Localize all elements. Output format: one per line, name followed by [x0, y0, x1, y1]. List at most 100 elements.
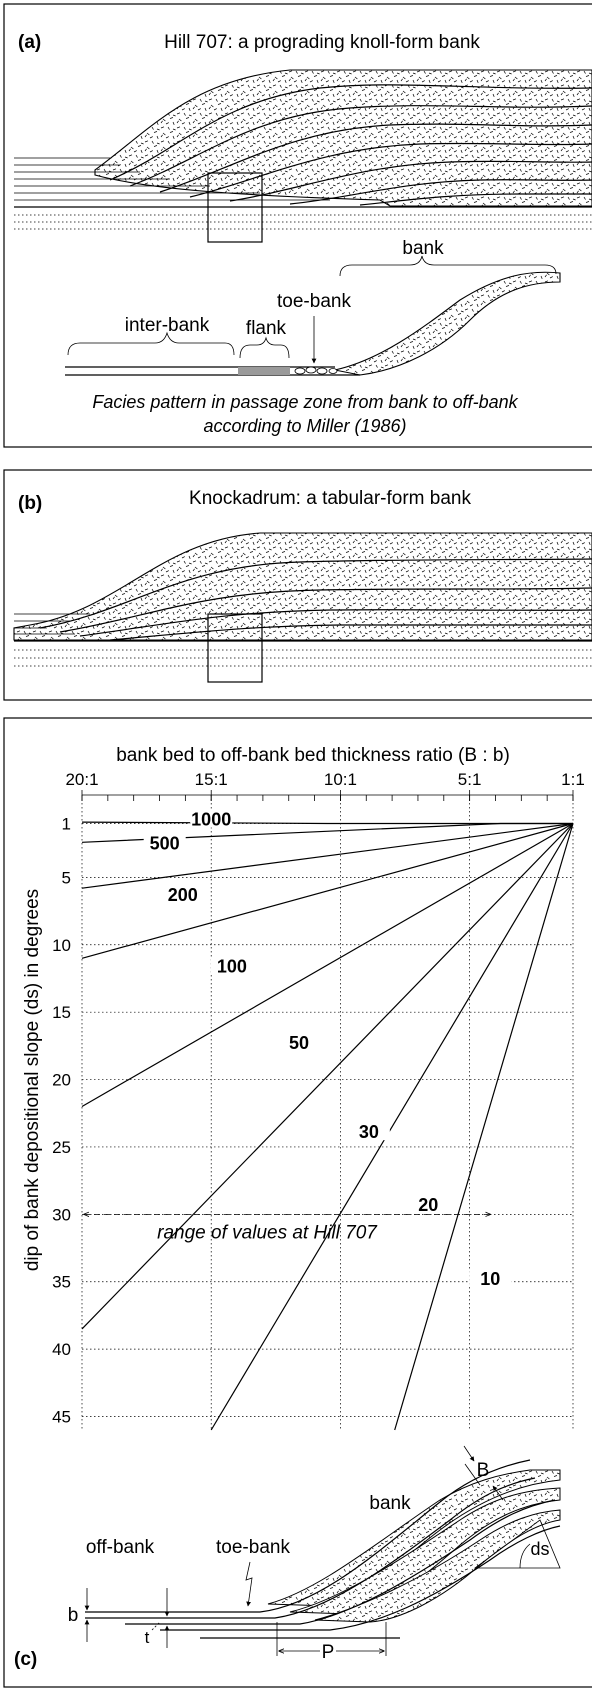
series-label-200: 200	[168, 885, 198, 905]
series-label-bg	[161, 885, 204, 903]
ds-arc	[519, 1543, 531, 1569]
chart-title: bank bed to off-bank bed thickness ratio…	[116, 745, 510, 766]
series-label-bg	[469, 1270, 512, 1288]
clinoform-bed	[314, 1509, 561, 1623]
series-line-500	[81, 822, 573, 843]
series-label-100: 100	[217, 956, 247, 976]
caption-line-2: according to Miller (1986)	[203, 416, 406, 436]
tabular-bed-line	[79, 609, 592, 637]
x-tick-label: 10:1	[324, 770, 357, 789]
tabular-bed-line	[39, 558, 592, 629]
tabular-bed-line	[109, 624, 592, 641]
series-line-10	[394, 823, 574, 1431]
caption-line-1: Facies pattern in passage zone from bank…	[92, 392, 518, 412]
series-label-bg	[407, 1195, 450, 1213]
series-line-30	[81, 823, 574, 1330]
series-line-20	[210, 823, 574, 1431]
series-label-bg	[190, 810, 233, 828]
series-label-bg	[210, 957, 253, 975]
series-label-20: 20	[418, 1195, 438, 1215]
clinoform-line	[109, 84, 592, 181]
y-tick-label: 1	[62, 814, 71, 833]
bed-boundary	[160, 1525, 561, 1631]
panel-a-frame	[3, 3, 592, 448]
bed-boundary	[85, 1459, 531, 1613]
series-label-bg	[278, 1034, 321, 1052]
bed-boundary	[85, 1477, 536, 1619]
panel-a-title: Hill 707: a prograding knoll-form bank	[164, 32, 480, 53]
y-tick-label: 5	[62, 868, 71, 887]
x-tick-label: 5:1	[458, 770, 482, 789]
y-tick-label: 10	[52, 936, 71, 955]
label-inter-bank: inter-bank	[125, 315, 210, 336]
y-axis-label: dip of bank depositional slope (ds) in d…	[22, 889, 43, 1271]
series-label-bg	[347, 1123, 390, 1141]
ds-triangle	[473, 1519, 561, 1569]
panel-b-label: (b)	[18, 493, 42, 514]
y-tick-label: 25	[52, 1138, 71, 1157]
label-off-bank: off-bank	[86, 1537, 155, 1558]
B-arrow-top	[463, 1445, 475, 1462]
tabular-bed-line	[59, 587, 592, 633]
label-t: t	[145, 1628, 150, 1647]
panel-b-title: Knockadrum: a tabular-form bank	[189, 488, 471, 509]
range-annotation: range of values at Hill 707	[157, 1222, 378, 1243]
detail-box	[207, 613, 263, 683]
detail-box	[207, 172, 263, 243]
panel-a-label: (a)	[18, 32, 41, 53]
series-label-bg	[143, 834, 186, 852]
panel-c-label: (c)	[14, 1649, 37, 1670]
toe-bank-nodules	[294, 366, 338, 375]
inter-bank-brace	[67, 331, 235, 356]
label-ds: ds	[530, 1539, 549, 1559]
clinoform-line	[359, 193, 592, 206]
flank-bed	[238, 367, 290, 375]
x-tick-label: 1:1	[561, 770, 585, 789]
clinoform-line	[229, 160, 592, 202]
series-line-50	[81, 822, 574, 1108]
y-tick-label: 45	[52, 1408, 71, 1427]
clinoform-line	[289, 179, 592, 205]
series-line-100	[81, 822, 574, 959]
t-pointer	[151, 1621, 161, 1631]
panel-c: bank bed to off-bank bed thickness ratio…	[3, 717, 592, 1688]
bed-boundary	[125, 1499, 556, 1625]
clinoform-line	[189, 142, 592, 198]
label-toe-bank: toe-bank	[277, 291, 351, 312]
series-line-200	[81, 822, 574, 889]
panel-a: (a) Hill 707: a prograding knoll-form ba…	[3, 3, 592, 448]
x-tick-label: 20:1	[65, 770, 98, 789]
label-bank: bank	[402, 238, 444, 259]
bank-brace	[339, 255, 557, 277]
y-tick-label: 40	[52, 1340, 71, 1359]
P-label-bg	[320, 1641, 336, 1661]
series-label-500: 500	[150, 834, 180, 854]
chart-series-labels: 1000 500 200 100 50 30 20 10	[143, 809, 512, 1289]
chart-grid	[81, 795, 574, 1430]
slope-schematic: off-bank toe-bank bank B b t P ds (c)	[14, 1445, 561, 1670]
panel-b: (b) Knockadrum: a tabular-form bank	[3, 469, 592, 701]
panel-c-frame	[3, 717, 592, 1688]
flank-brace	[239, 336, 290, 359]
series-label-10: 10	[480, 1269, 500, 1289]
series-label-30: 30	[359, 1122, 379, 1142]
panel-b-frame	[3, 469, 592, 701]
clinoform-line	[159, 123, 592, 193]
off-bank-layers	[14, 157, 592, 230]
B-tick	[464, 1463, 481, 1486]
label-flank: flank	[246, 318, 287, 339]
y-tick-label: 15	[52, 1003, 71, 1022]
series-label-1000: 1000	[191, 809, 231, 829]
bank-sketch	[334, 271, 561, 376]
off-bank-layers	[14, 613, 592, 667]
series-label-50: 50	[289, 1033, 309, 1053]
chart-series	[81, 821, 574, 1431]
B-arrow-bottom	[492, 1485, 504, 1501]
label-B: B	[477, 1460, 490, 1481]
toe-bank-pointer	[245, 1561, 253, 1607]
label-b: b	[68, 1605, 79, 1626]
y-tick-label: 30	[52, 1205, 71, 1224]
